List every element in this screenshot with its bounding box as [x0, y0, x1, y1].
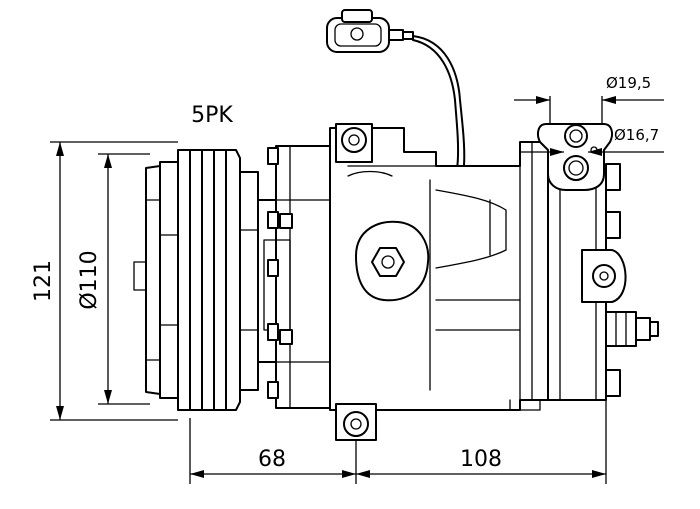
main-housing	[329, 127, 549, 411]
dimension-depth-68: 68	[189, 418, 357, 484]
belt-type-label: 5PK	[191, 103, 233, 128]
bottom-mounting-ear	[335, 403, 377, 441]
depth-108-label: 108	[460, 447, 502, 472]
rear-mounting-ear	[581, 249, 627, 303]
port-outer-diameter-label: Ø19,5	[606, 74, 651, 92]
pressure-relief-valve	[605, 311, 659, 347]
dimension-height-121: 121	[31, 141, 178, 421]
top-mounting-ear	[335, 123, 373, 163]
housing-bolts	[267, 147, 293, 399]
refrigerant-port-block	[537, 123, 613, 191]
port-inner-diameter-label: Ø16,7	[614, 126, 659, 144]
electrical-connector	[326, 9, 414, 53]
clutch-front-plate	[133, 161, 179, 399]
pulley-diameter-label: Ø110	[77, 250, 102, 309]
center-mounting-boss	[355, 220, 430, 302]
dimension-pulley-110: Ø110	[77, 153, 150, 405]
dimension-depth-108: 108	[356, 400, 607, 484]
dimension-port-19-5: Ø19,5	[514, 74, 664, 124]
dimension-port-16-7: Ø16,7	[520, 126, 664, 156]
depth-68-label: 68	[258, 447, 286, 472]
height-121-label: 121	[31, 260, 56, 302]
belt-pulley-5pk	[177, 149, 277, 411]
